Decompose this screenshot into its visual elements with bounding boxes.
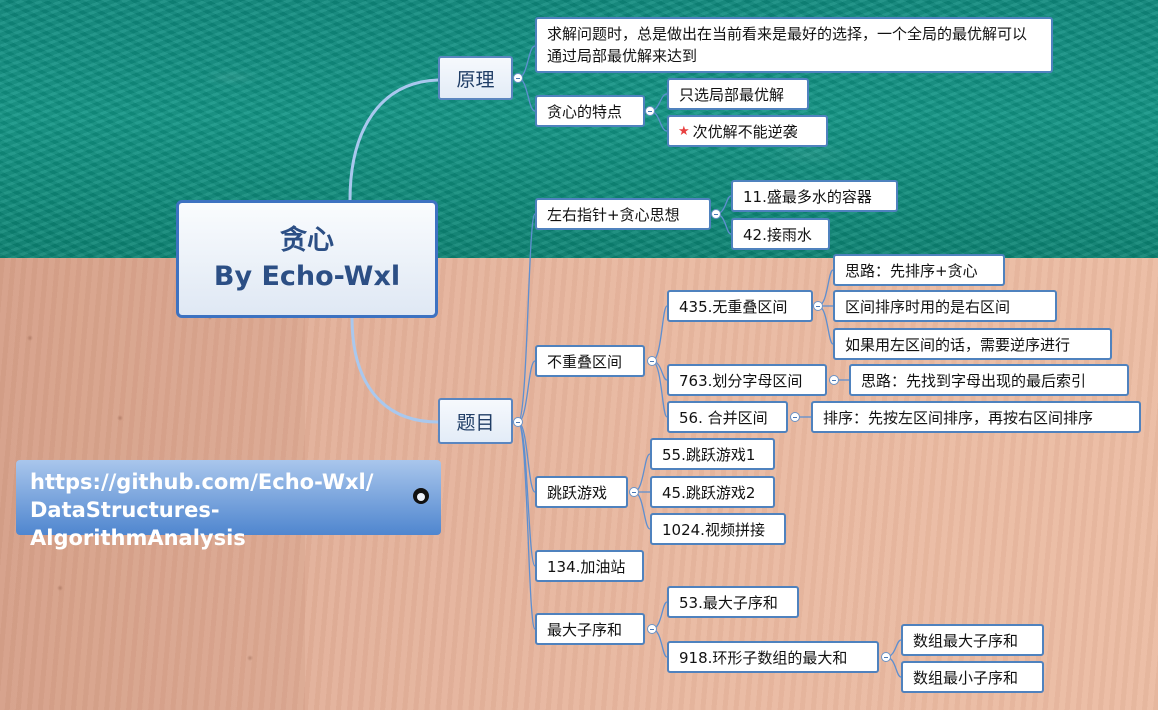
root-subtitle: By Echo-Wxl [213, 261, 401, 292]
collapse-toggle-56[interactable] [790, 412, 800, 422]
two-pointer-node[interactable]: 左右指针+贪心思想 [535, 198, 711, 230]
max-subarray-node[interactable]: 最大子序和 [535, 613, 645, 645]
problem-11[interactable]: 11.盛最多水的容器 [731, 180, 898, 212]
note-918-1[interactable]: 数组最大子序和 [901, 624, 1044, 656]
note-435-1[interactable]: 思路：先排序+贪心 [833, 254, 1005, 286]
problem-55[interactable]: 55.跳跃游戏1 [650, 438, 775, 470]
collapse-toggle-principle[interactable] [513, 73, 523, 83]
collapse-toggle-two-pointer[interactable] [711, 209, 721, 219]
github-link-line1: https://github.com/Echo-Wxl/ [30, 470, 374, 494]
jump-game-node[interactable]: 跳跃游戏 [535, 476, 628, 508]
feature-item-2[interactable]: ★ 次优解不能逆袭 [667, 115, 828, 147]
collapse-toggle-763[interactable] [829, 375, 839, 385]
problem-45[interactable]: 45.跳跃游戏2 [650, 476, 775, 508]
note-56[interactable]: 排序：先按左区间排序，再按右区间排序 [811, 401, 1141, 433]
problem-42[interactable]: 42.接雨水 [731, 218, 830, 250]
principle-description[interactable]: 求解问题时，总是做出在当前看来是最好的选择，一个全局的最优解可以通过局部最优解来… [535, 17, 1053, 73]
collapse-toggle-features[interactable] [645, 106, 655, 116]
root-topic[interactable]: 贪心 By Echo-Wxl [176, 200, 438, 318]
problem-53[interactable]: 53.最大子序和 [667, 586, 799, 618]
github-link[interactable]: https://github.com/Echo-Wxl/ DataStructu… [16, 460, 441, 550]
problem-56[interactable]: 56. 合并区间 [667, 401, 788, 433]
collapse-toggle-jump[interactable] [629, 487, 639, 497]
main-connectors [348, 78, 440, 424]
problem-1024[interactable]: 1024.视频拼接 [650, 513, 786, 545]
note-763[interactable]: 思路：先找到字母出现的最后索引 [849, 364, 1129, 396]
non-overlap-node[interactable]: 不重叠区间 [535, 345, 645, 377]
sub-connectors [517, 45, 902, 678]
collapse-toggle-918[interactable] [881, 652, 891, 662]
note-435-2[interactable]: 区间排序时用的是右区间 [833, 290, 1057, 322]
note-918-2[interactable]: 数组最小子序和 [901, 661, 1044, 693]
branch-principle[interactable]: 原理 [438, 56, 513, 100]
feature-item-1[interactable]: 只选局部最优解 [667, 78, 809, 110]
problem-435[interactable]: 435.无重叠区间 [667, 290, 813, 322]
github-link-line2: DataStructures-AlgorithmAnalysis [30, 498, 246, 550]
github-icon[interactable] [413, 488, 429, 504]
collapse-toggle-max-sub[interactable] [647, 624, 657, 634]
problem-918[interactable]: 918.环形子数组的最大和 [667, 641, 879, 673]
problem-763[interactable]: 763.划分字母区间 [667, 364, 827, 396]
branch-problems[interactable]: 题目 [438, 398, 513, 444]
problem-134[interactable]: 134.加油站 [535, 550, 644, 582]
root-title: 贪心 [280, 225, 334, 256]
collapse-toggle-non-overlap[interactable] [647, 356, 657, 366]
features-node[interactable]: 贪心的特点 [535, 95, 645, 127]
note-435-3[interactable]: 如果用左区间的话，需要逆序进行 [833, 328, 1112, 360]
collapse-toggle-problems[interactable] [513, 417, 523, 427]
star-icon: ★ [678, 123, 690, 139]
feature-item-2-label: 次优解不能逆袭 [692, 122, 798, 141]
collapse-toggle-435[interactable] [813, 301, 823, 311]
